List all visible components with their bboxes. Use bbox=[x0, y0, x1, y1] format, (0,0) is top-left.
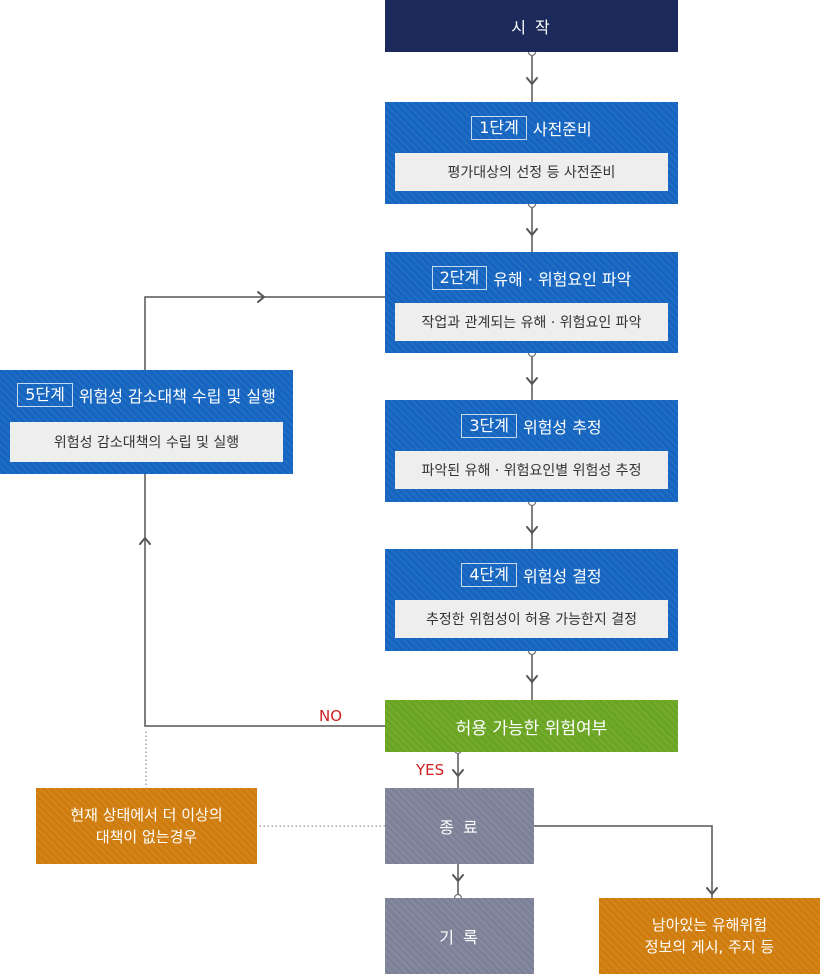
step-4-box: 4단계 위험성 결정 추정한 위험성이 허용 가능한지 결정 bbox=[385, 549, 678, 651]
decision-node: 허용 가능한 위험여부 bbox=[385, 700, 678, 752]
step-3-title: 위험성 추정 bbox=[522, 418, 602, 437]
step-5-badge: 5단계 bbox=[17, 383, 73, 407]
step-2-badge: 2단계 bbox=[431, 266, 488, 290]
step-2-title: 유해 · 위험요인 파악 bbox=[493, 270, 632, 289]
step-3-badge: 3단계 bbox=[461, 414, 517, 438]
yes-label: YES bbox=[416, 761, 445, 779]
no-further-measures-line2: 대책이 없는경우 bbox=[95, 828, 198, 846]
step-3-header: 3단계 위험성 추정 bbox=[385, 414, 678, 438]
step-4-title: 위험성 결정 bbox=[522, 567, 602, 586]
no-further-measures-line1: 현재 상태에서 더 이상의 bbox=[70, 806, 223, 824]
step-2-header: 2단계 유해 · 위험요인 파악 bbox=[385, 266, 678, 290]
decision-label: 허용 가능한 위험여부 bbox=[455, 718, 608, 739]
step-1-badge: 1단계 bbox=[471, 116, 527, 140]
step-4-description: 추정한 위험성이 허용 가능한지 결정 bbox=[395, 600, 668, 638]
step-5-title: 위험성 감소대책 수립 및 실행 bbox=[78, 387, 276, 406]
step-2-description: 작업과 관계되는 유해 · 위험요인 파악 bbox=[395, 303, 668, 341]
step-4-header: 4단계 위험성 결정 bbox=[385, 563, 678, 587]
start-label: 시 작 bbox=[511, 18, 552, 37]
step-3-box: 3단계 위험성 추정 파악된 유해 · 위험요인별 위험성 추정 bbox=[385, 400, 678, 502]
step-1-description: 평가대상의 선정 등 사전준비 bbox=[395, 153, 668, 191]
residual-hazard-line1: 남아있는 유해위험 bbox=[651, 916, 768, 934]
step-1-box: 1단계 사전준비 평가대상의 선정 등 사전준비 bbox=[385, 102, 678, 204]
residual-hazard-note: 남아있는 유해위험 정보의 게시, 주지 등 bbox=[599, 898, 820, 974]
step-5-description: 위험성 감소대책의 수립 및 실행 bbox=[10, 422, 283, 462]
start-node: 시 작 bbox=[385, 0, 678, 52]
step-5-box: 5단계 위험성 감소대책 수립 및 실행 위험성 감소대책의 수립 및 실행 bbox=[0, 370, 293, 474]
step-1-title: 사전준비 bbox=[532, 120, 592, 139]
no-label: NO bbox=[319, 707, 343, 725]
step-5-header: 5단계 위험성 감소대책 수립 및 실행 bbox=[0, 383, 293, 407]
residual-hazard-line2: 정보의 게시, 주지 등 bbox=[644, 938, 775, 956]
end-label: 종 료 bbox=[439, 818, 480, 837]
no-further-measures-note: 현재 상태에서 더 이상의 대책이 없는경우 bbox=[36, 788, 257, 864]
record-label: 기 록 bbox=[439, 928, 480, 947]
record-node: 기 록 bbox=[385, 898, 534, 974]
step-3-description: 파악된 유해 · 위험요인별 위험성 추정 bbox=[395, 451, 668, 489]
step-4-badge: 4단계 bbox=[461, 563, 517, 587]
end-node: 종 료 bbox=[385, 788, 534, 864]
step-2-box: 2단계 유해 · 위험요인 파악 작업과 관계되는 유해 · 위험요인 파악 bbox=[385, 252, 678, 353]
step-1-header: 1단계 사전준비 bbox=[385, 116, 678, 140]
